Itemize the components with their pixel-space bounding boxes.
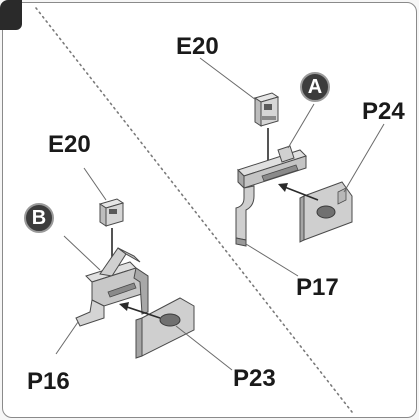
label-p16: P16: [27, 368, 70, 395]
p17-bracket: [235, 145, 307, 247]
label-p17: P17: [296, 274, 339, 301]
e20-connector-top: [253, 92, 280, 127]
label-e20-top: E20: [176, 33, 219, 60]
label-p23: P23: [233, 365, 276, 392]
e20-connector-left: [98, 198, 125, 227]
label-e20-left: E20: [48, 131, 91, 158]
badge-b: B: [24, 203, 54, 233]
step-corner-tab-icon: [0, 0, 22, 30]
label-p24: P24: [362, 98, 405, 125]
badge-a: A: [300, 72, 330, 102]
p23-plate: [135, 297, 195, 359]
p16-bracket: [75, 247, 149, 327]
